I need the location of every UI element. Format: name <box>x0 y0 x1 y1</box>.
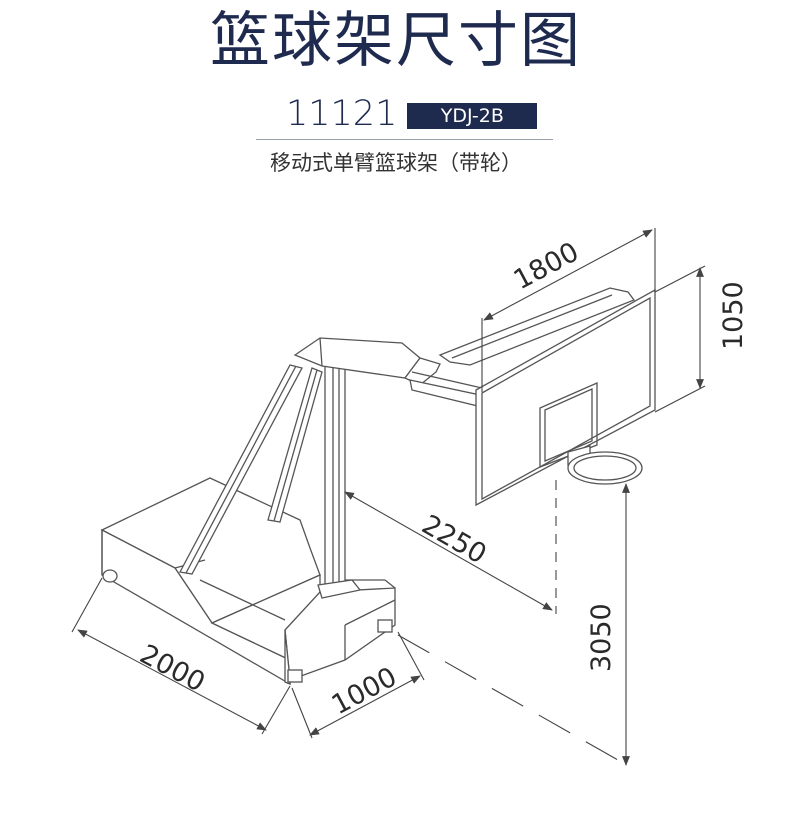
arm-head <box>293 337 441 386</box>
dim-label-arm-extension: 2250 <box>417 509 492 570</box>
rim <box>567 445 643 485</box>
backboard <box>475 288 656 507</box>
product-subtitle: 移动式单臂篮球架（带轮） <box>270 151 522 175</box>
front-block <box>284 579 396 685</box>
dim-label-rim-height: 3050 <box>586 603 617 672</box>
page-title: 篮球架尺寸图 <box>210 6 582 76</box>
dim-label-backboard-height: 1050 <box>718 281 749 350</box>
dimension-backboard-height: 1050 <box>654 265 749 413</box>
main-column <box>317 361 362 599</box>
model-number: 11121 <box>286 94 398 134</box>
divider <box>256 139 553 140</box>
model-code-badge: YDJ-2B <box>407 103 538 129</box>
base-box <box>100 477 321 686</box>
dim-label-base-width: 1000 <box>327 662 402 722</box>
dim-label-base-length: 2000 <box>135 639 210 699</box>
dimension-rim-height: 3050 <box>397 483 633 769</box>
model-row: 11121 YDJ-2B <box>286 94 538 134</box>
dim-label-backboard-width: 1800 <box>509 237 584 297</box>
support-struts <box>179 364 323 575</box>
